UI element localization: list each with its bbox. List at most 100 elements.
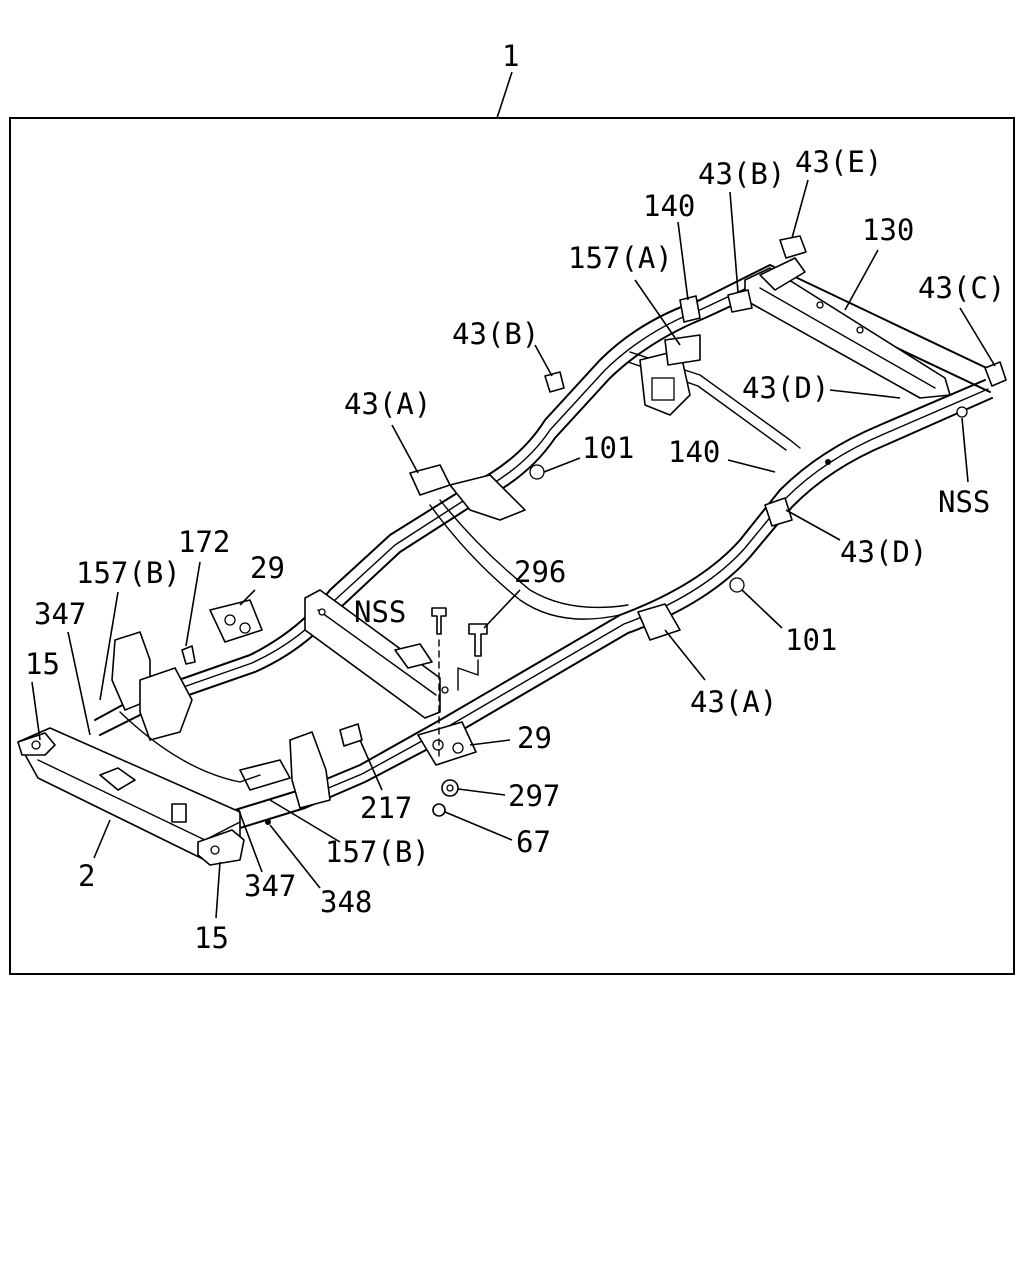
callout-140-mid: 140	[668, 435, 720, 469]
callout-15-left: 15	[25, 647, 60, 681]
callout-labels: 43(B) 43(E) 140 130 157(A) 43(C) 43(B) 4…	[25, 145, 1005, 955]
leader-140-mid	[727, 459, 776, 473]
spring-bracket-29-right-hole-1	[432, 739, 444, 751]
mid-crossmember-hole-2	[441, 686, 449, 694]
callout-296: 296	[514, 555, 566, 589]
front-bracket-left-hole	[31, 740, 41, 750]
body-mount-101-lower	[729, 577, 745, 593]
leader-43d-right	[829, 389, 901, 399]
callout-43a-lower: 43(A)	[690, 685, 777, 719]
right-side-rail-inner	[239, 397, 993, 829]
spring-bracket-29-right	[417, 721, 477, 766]
mark-348	[265, 819, 271, 825]
front-frame-tower-right	[289, 731, 331, 809]
mid-crossmember-plate	[394, 643, 433, 669]
bolt-296	[468, 623, 488, 657]
front-frame-tower-left	[139, 667, 193, 741]
front-bracket-right	[197, 829, 245, 866]
leader-157b-left	[99, 591, 119, 701]
callout-157b-left: 157(B)	[76, 556, 181, 590]
assembly-number: 1	[502, 39, 519, 73]
left-side-rail-flange	[151, 277, 769, 699]
spring-bracket-29-right-hole-2	[452, 742, 464, 754]
front-bracket-right-hole	[210, 845, 220, 855]
leader-2	[93, 819, 111, 859]
callout-nss-mid: NSS	[354, 595, 406, 629]
leader-140-top	[677, 221, 689, 301]
callout-347-left: 347	[34, 597, 86, 631]
fastener-172	[181, 645, 196, 665]
nut-67	[432, 803, 446, 817]
rear-end-hole-1	[816, 301, 824, 309]
callout-157a: 157(A)	[568, 241, 673, 275]
callout-157b-lower: 157(B)	[325, 835, 430, 869]
leader-43d-lower	[785, 509, 841, 541]
callout-101-lower: 101	[785, 623, 837, 657]
leader-29-left	[239, 589, 256, 606]
leader-347-lower	[237, 807, 263, 873]
leader-130	[844, 249, 879, 311]
callout-43d-right: 43(D)	[742, 371, 829, 405]
mid-crossmember	[304, 589, 441, 719]
front-crossmember-tube	[119, 711, 261, 783]
callout-67: 67	[516, 825, 551, 859]
front-crossmember-boss	[171, 803, 187, 823]
leader-217	[359, 739, 383, 791]
body-mount-43d-lower	[764, 497, 793, 527]
callout-130: 130	[862, 213, 914, 247]
callout-29-right: 29	[517, 721, 552, 755]
clip-217	[339, 723, 363, 747]
assembly-leader	[496, 71, 513, 119]
x-brace-inner	[439, 499, 629, 609]
leader-157b-lower	[269, 799, 341, 843]
leader-297	[457, 788, 506, 796]
callout-15-lower: 15	[194, 921, 229, 955]
callout-29-left: 29	[250, 551, 285, 585]
callout-43a-top: 43(A)	[344, 387, 431, 421]
spring-bracket-29-left	[209, 599, 263, 643]
callout-347-lower: 347	[244, 869, 296, 903]
rear-hitch-window	[651, 377, 675, 401]
bolt-296-guide	[457, 659, 479, 691]
callout-43c: 43(C)	[918, 271, 1005, 305]
leader-67	[444, 811, 513, 841]
callout-217: 217	[360, 791, 412, 825]
leader-43b-top	[729, 191, 739, 293]
body-mount-43b-left	[544, 371, 565, 393]
leader-296	[483, 589, 521, 629]
callout-nss-right: NSS	[938, 485, 990, 519]
body-mount-140-top	[679, 295, 701, 323]
front-crossmember-pad	[99, 767, 136, 791]
leader-43b-left	[534, 344, 553, 377]
spring-bracket-29-left-hole-1	[224, 614, 236, 626]
rear-end-crossmember-flange	[759, 287, 936, 389]
callout-43d-lower: 43(D)	[840, 535, 927, 569]
leader-43c	[959, 307, 996, 367]
leader-43e	[791, 179, 809, 239]
leader-nss-right	[961, 417, 969, 483]
callout-140-top: 140	[643, 189, 695, 223]
body-mount-43a-top	[409, 464, 451, 496]
diagram-border	[9, 117, 1015, 975]
leader-43a-top	[391, 424, 419, 474]
leader-101-lower	[741, 589, 783, 629]
mid-crossmember-hole-1	[318, 608, 326, 616]
spring-bracket-29-left-hole-2	[239, 622, 251, 634]
callout-172: 172	[178, 525, 230, 559]
transmission-mount	[449, 474, 526, 521]
leader-15-left	[31, 681, 41, 741]
leader-43a-lower	[664, 629, 706, 681]
leader-lines	[31, 179, 996, 919]
callout-43b-left: 43(B)	[452, 317, 539, 351]
body-mount-101-top	[529, 464, 545, 480]
body-mount-43a-lower	[637, 603, 681, 641]
right-side-rail	[234, 379, 986, 811]
body-mount-43b-top	[727, 289, 753, 313]
rear-hitch-plate	[664, 334, 701, 366]
chassis-frame-drawing	[17, 235, 1007, 866]
right-side-rail-flange	[301, 388, 989, 800]
front-lower-link-bracket	[239, 759, 291, 791]
callout-101-top: 101	[582, 431, 634, 465]
mid-crossmember-flange	[317, 609, 437, 696]
